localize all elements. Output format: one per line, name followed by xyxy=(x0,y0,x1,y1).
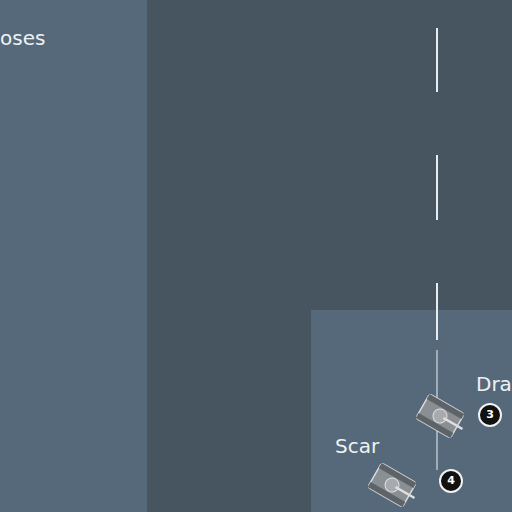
region-name: oses xyxy=(0,28,45,48)
left-panel xyxy=(0,0,147,512)
dark-panel xyxy=(147,0,512,512)
lower-panel xyxy=(311,310,512,512)
place-name: Dra xyxy=(476,374,512,394)
callout-number: 4 xyxy=(439,469,463,493)
place-name: Scar xyxy=(335,436,379,456)
vehicle-icon xyxy=(368,463,422,510)
callout-number: 3 xyxy=(478,403,502,427)
vehicle-icon xyxy=(416,394,470,441)
